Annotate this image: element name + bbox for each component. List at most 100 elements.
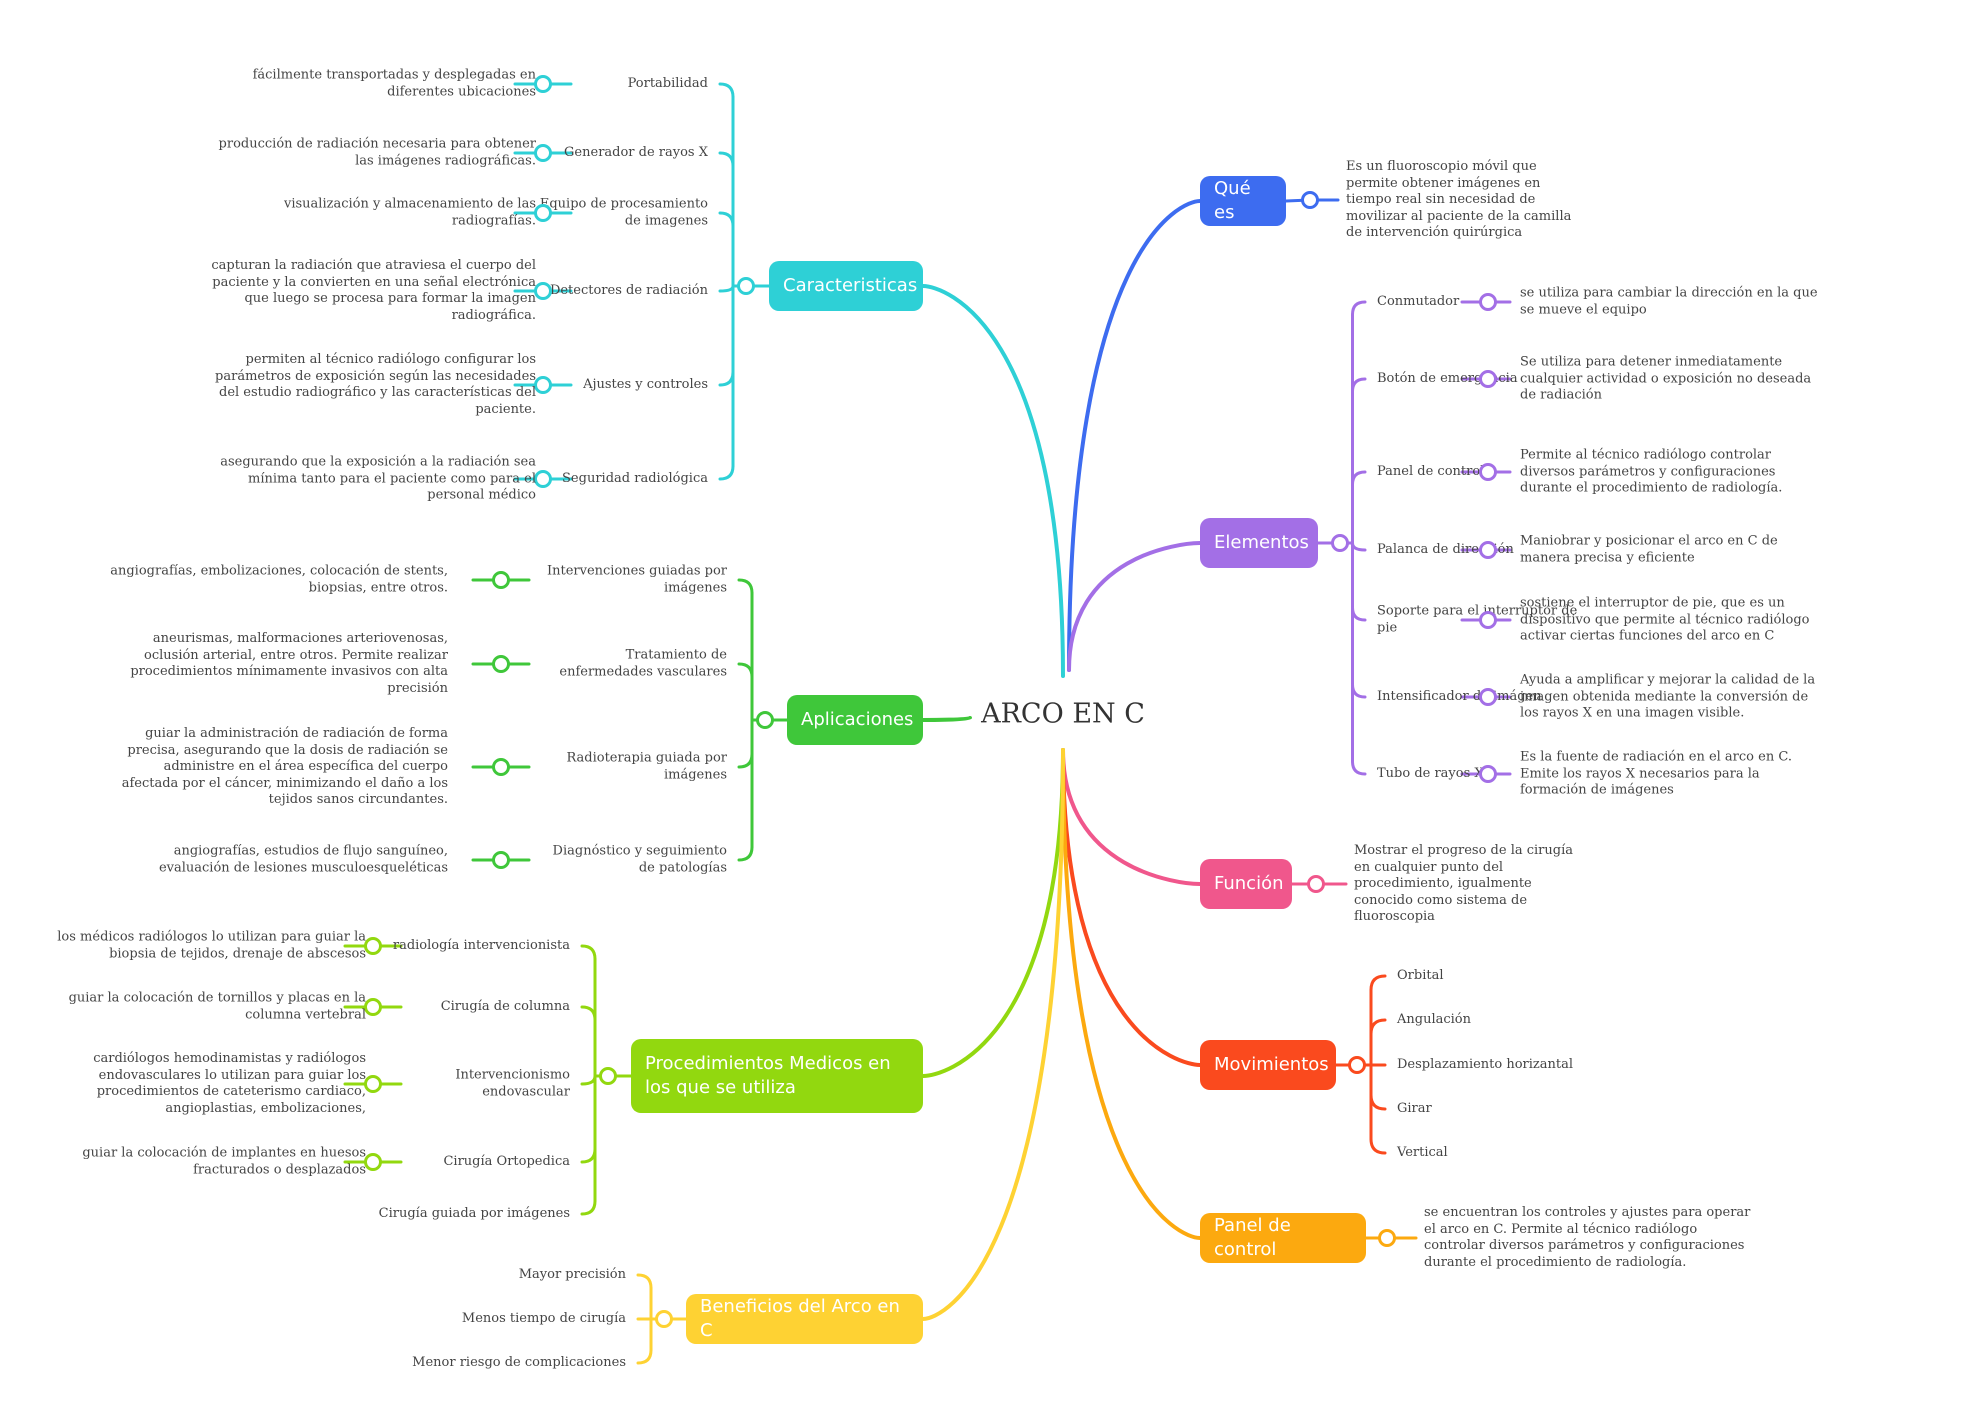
caracteristicas-item-detail: producción de radiación necesaria para o… <box>218 136 536 169</box>
branch-beneficios[interactable]: Beneficios del Arco en C <box>686 1294 923 1344</box>
procedimientos-item-dot[interactable] <box>364 1075 382 1093</box>
branch-aplicaciones[interactable]: Aplicaciones <box>787 695 923 745</box>
movimientos-junction-dot[interactable] <box>1348 1056 1366 1074</box>
procedimientos-item-dot[interactable] <box>364 1153 382 1171</box>
caracteristicas-item-detail: permiten al técnico radiólogo configurar… <box>215 352 536 417</box>
caracteristicas-item[interactable]: Detectores de radiación <box>549 282 708 298</box>
panel-de-control-junction-dot[interactable] <box>1378 1229 1396 1247</box>
connector-caracteristicas <box>921 284 1065 678</box>
beneficios-item[interactable]: Menor riesgo de complicaciones <box>412 1354 626 1370</box>
procedimientos-item[interactable]: radiología intervencionista <box>392 937 570 953</box>
beneficios-item[interactable]: Mayor precisión <box>518 1266 626 1282</box>
beneficios-junction-dot[interactable] <box>655 1310 673 1328</box>
central-topic[interactable]: ARCO EN C <box>981 698 1145 730</box>
que-es-description: Es un fluoroscopio móvil que permite obt… <box>1346 158 1572 240</box>
caracteristicas-item[interactable]: Generador de rayos X <box>564 144 708 160</box>
aplicaciones-item-dot[interactable] <box>492 571 510 589</box>
branch-funcion[interactable]: Función <box>1200 859 1292 909</box>
elementos-item-detail: Se utiliza para detener inmediatamente c… <box>1520 354 1812 403</box>
connector-funcion <box>1061 748 1202 886</box>
branch-panel-de-control[interactable]: Panel de control <box>1200 1213 1366 1263</box>
branch-movimientos[interactable]: Movimientos <box>1200 1040 1336 1090</box>
funcion-junction-dot[interactable] <box>1307 875 1325 893</box>
branch-caracteristicas[interactable]: Caracteristicas <box>769 261 923 311</box>
procedimientos-item-dot[interactable] <box>364 998 382 1016</box>
caracteristicas-item-detail: asegurando que la exposición a la radiac… <box>220 454 536 503</box>
panel-de-control-description: se encuentran los controles y ajustes pa… <box>1424 1205 1751 1270</box>
aplicaciones-item[interactable]: Intervenciones guiadas por imágenes <box>546 563 727 596</box>
elementos-item-dot[interactable] <box>1479 688 1497 706</box>
elementos-item-detail: Permite al técnico radiólogo controlar d… <box>1520 447 1783 496</box>
elementos-item[interactable]: Soporte para el interruptor de pie <box>1377 603 1578 636</box>
procedimientos-item[interactable]: Intervencionismo endovascular <box>455 1067 570 1100</box>
movimientos-item[interactable]: Desplazamiento horizantal <box>1397 1056 1574 1072</box>
procedimientos-item-detail: los médicos radiólogos lo utilizan para … <box>57 929 366 962</box>
movimientos-item[interactable]: Girar <box>1397 1100 1432 1116</box>
elementos-item-dot[interactable] <box>1479 370 1497 388</box>
elementos-item-dot[interactable] <box>1479 463 1497 481</box>
elementos-item-dot[interactable] <box>1479 611 1497 629</box>
elementos-item[interactable]: Panel de control <box>1377 463 1485 479</box>
caracteristicas-item[interactable]: Equipo de procesamiento de imagenes <box>539 196 708 229</box>
caracteristicas-item-dot[interactable] <box>534 204 552 222</box>
procedimientos-item-detail: guiar la colocación de implantes en hues… <box>82 1145 366 1178</box>
aplicaciones-item-dot[interactable] <box>492 851 510 869</box>
caracteristicas-item-dot[interactable] <box>534 282 552 300</box>
aplicaciones-item-detail: guiar la administración de radiación de … <box>121 725 448 807</box>
caracteristicas-item[interactable]: Ajustes y controles <box>583 376 708 392</box>
procedimientos-item-detail: cardiólogos hemodinamistas y radiólogos … <box>93 1051 366 1116</box>
elementos-item[interactable]: Conmutador <box>1377 293 1460 309</box>
caracteristicas-item-dot[interactable] <box>534 144 552 162</box>
funcion-description: Mostrar el progreso de la cirugía en cua… <box>1354 842 1573 924</box>
elementos-item[interactable]: Tubo de rayos X <box>1377 765 1484 781</box>
connector-movimientos <box>1061 748 1202 1067</box>
elementos-item-dot[interactable] <box>1479 765 1497 783</box>
connector-panel-de-control <box>1061 748 1202 1240</box>
aplicaciones-item-detail: aneurismas, malformaciones arteriovenosa… <box>130 631 448 696</box>
connector-procedimientos <box>921 748 1065 1078</box>
elementos-item-detail: Ayuda a amplificar y mejorar la calidad … <box>1520 672 1816 721</box>
caracteristicas-junction-dot[interactable] <box>737 277 755 295</box>
elementos-item-detail: Maniobrar y posicionar el arco en C de m… <box>1520 533 1778 566</box>
procedimientos-item[interactable]: Cirugía Ortopedica <box>443 1153 570 1169</box>
procedimientos-junction-dot[interactable] <box>599 1067 617 1085</box>
caracteristicas-item-dot[interactable] <box>534 470 552 488</box>
branch-procedimientos[interactable]: Procedimientos Medicos en los que se uti… <box>631 1039 923 1113</box>
procedimientos-item-detail: guiar la colocación de tornillos y placa… <box>68 990 366 1023</box>
que-es-junction-dot[interactable] <box>1301 191 1319 209</box>
connector-beneficios <box>921 748 1065 1321</box>
caracteristicas-item-dot[interactable] <box>534 376 552 394</box>
branch-que-es[interactable]: Qué es <box>1200 176 1286 226</box>
connector-que-es <box>1067 199 1202 672</box>
elementos-item-dot[interactable] <box>1479 541 1497 559</box>
aplicaciones-junction-dot[interactable] <box>756 711 774 729</box>
connector-elementos <box>1067 541 1202 672</box>
aplicaciones-item[interactable]: Diagnóstico y seguimiento de patologías <box>552 843 727 876</box>
procedimientos-item[interactable]: Cirugía guiada por imágenes <box>378 1205 570 1221</box>
elementos-item[interactable]: Intensificador de imágen <box>1377 688 1542 704</box>
branch-elementos[interactable]: Elementos <box>1200 518 1318 568</box>
caracteristicas-item-detail: fácilmente transportadas y desplegadas e… <box>252 67 536 100</box>
elementos-junction-dot[interactable] <box>1331 534 1349 552</box>
caracteristicas-item-dot[interactable] <box>534 75 552 93</box>
aplicaciones-item-dot[interactable] <box>492 758 510 776</box>
movimientos-item[interactable]: Orbital <box>1397 967 1444 983</box>
caracteristicas-item[interactable]: Seguridad radiológica <box>562 470 708 486</box>
aplicaciones-item[interactable]: Tratamiento de enfermedades vasculares <box>559 647 727 680</box>
aplicaciones-item-detail: angiografías, estudios de flujo sanguíne… <box>158 843 448 876</box>
caracteristicas-item-detail: capturan la radiación que atraviesa el c… <box>211 258 536 323</box>
procedimientos-item[interactable]: Cirugía de columna <box>440 998 570 1014</box>
aplicaciones-item-dot[interactable] <box>492 655 510 673</box>
caracteristicas-item-detail: visualización y almacenamiento de las ra… <box>283 196 536 229</box>
elementos-item-detail: Es la fuente de radiación en el arco en … <box>1520 749 1792 798</box>
beneficios-item[interactable]: Menos tiempo de cirugía <box>461 1310 626 1326</box>
caracteristicas-item[interactable]: Portabilidad <box>627 75 708 91</box>
movimientos-item[interactable]: Angulación <box>1397 1011 1472 1027</box>
movimientos-item[interactable]: Vertical <box>1397 1144 1448 1160</box>
procedimientos-item-dot[interactable] <box>364 937 382 955</box>
elementos-item-dot[interactable] <box>1479 293 1497 311</box>
aplicaciones-item[interactable]: Radioterapia guiada por imágenes <box>566 750 727 783</box>
elementos-item-detail: sostiene el interruptor de pie, que es u… <box>1520 595 1810 644</box>
elementos-item-detail: se utiliza para cambiar la dirección en … <box>1520 285 1818 318</box>
